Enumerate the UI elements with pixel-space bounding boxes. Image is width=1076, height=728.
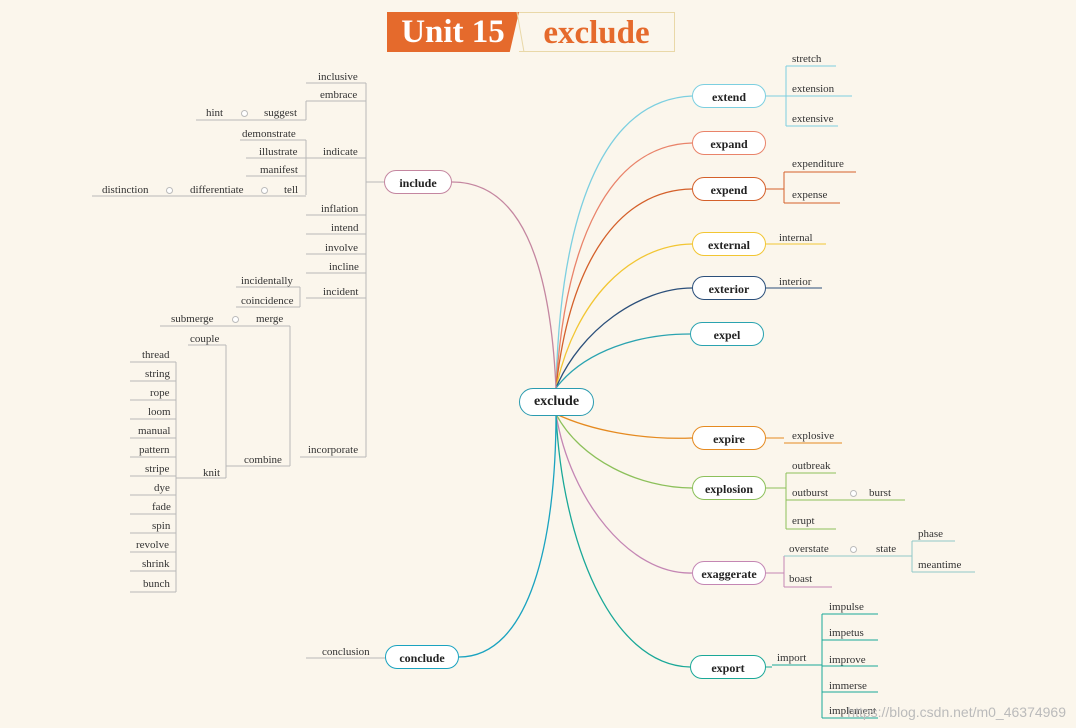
word-spin: spin <box>152 520 171 532</box>
node-include[interactable]: include <box>384 170 452 194</box>
word-pattern: pattern <box>139 444 170 456</box>
word-incident: incident <box>323 286 359 298</box>
link-dot-differentiate <box>261 187 268 194</box>
word-intend: intend <box>331 222 359 234</box>
node-conclude[interactable]: conclude <box>385 645 459 669</box>
word-indicate: indicate <box>323 146 358 158</box>
center-node-exclude[interactable]: exclude <box>519 388 594 416</box>
word-illustrate: illustrate <box>259 146 298 158</box>
word-bunch: bunch <box>143 578 170 590</box>
word-shrink: shrink <box>142 558 170 570</box>
word-dye: dye <box>154 482 170 494</box>
word-incline: incline <box>329 261 359 273</box>
word-suggest: suggest <box>264 107 297 119</box>
word-outburst: outburst <box>792 487 829 499</box>
word-fade: fade <box>152 501 171 513</box>
word-import: import <box>777 652 807 664</box>
word-stretch: stretch <box>792 53 822 65</box>
node-expend[interactable]: expend <box>692 177 766 201</box>
word-hint: hint <box>206 107 224 119</box>
node-external[interactable]: external <box>692 232 766 256</box>
word-implement: implement <box>829 705 877 717</box>
word-knit: knit <box>203 467 221 479</box>
word-thread: thread <box>142 349 170 361</box>
unit-label: Unit 15 <box>387 12 519 52</box>
node-expire[interactable]: expire <box>692 426 766 450</box>
word-differentiate: differentiate <box>190 184 244 196</box>
word-impulse: impulse <box>829 601 864 613</box>
word-distinction: distinction <box>102 184 149 196</box>
link-dot-outburst <box>850 490 857 497</box>
word-manual: manual <box>138 425 171 437</box>
word-extensive: extensive <box>792 113 834 125</box>
word-immerse: immerse <box>829 680 867 692</box>
word-impetus: impetus <box>829 627 864 639</box>
word-inclusive: inclusive <box>318 71 358 83</box>
word-improve: improve <box>829 654 866 666</box>
word-demonstrate: demonstrate <box>242 128 296 140</box>
node-explosion[interactable]: explosion <box>692 476 766 500</box>
word-inflation: inflation <box>321 203 359 215</box>
word-coincidence: coincidence <box>241 295 294 307</box>
word-internal: internal <box>779 232 813 244</box>
word-expense: expense <box>792 189 828 201</box>
title-slash-decoration <box>516 12 525 52</box>
word-expenditure: expenditure <box>792 158 844 170</box>
link-dot-distinction <box>166 187 173 194</box>
word-tell: tell <box>284 184 299 196</box>
word-embrace: embrace <box>320 89 358 101</box>
word-merge: merge <box>256 313 284 325</box>
node-export[interactable]: export <box>690 655 766 679</box>
node-extend[interactable]: extend <box>692 84 766 108</box>
node-expel[interactable]: expel <box>690 322 764 346</box>
link-dot-hint <box>241 110 248 117</box>
word-incorporate: incorporate <box>308 444 359 456</box>
node-exterior[interactable]: exterior <box>692 276 766 300</box>
word-submerge: submerge <box>171 313 214 325</box>
title-banner: Unit 15 exclude <box>387 12 677 52</box>
word-interior: interior <box>779 276 812 288</box>
word-manifest: manifest <box>260 164 298 176</box>
word-boast: boast <box>789 573 813 585</box>
word-state: state <box>876 543 897 555</box>
unit-word: exclude <box>519 12 675 52</box>
word-string: string <box>145 368 171 380</box>
node-exaggerate[interactable]: exaggerate <box>692 561 766 585</box>
word-combine: combine <box>244 454 282 466</box>
word-erupt: erupt <box>792 515 815 527</box>
node-expand[interactable]: expand <box>692 131 766 155</box>
watermark: https://blog.csdn.net/m0_46374969 <box>847 704 1066 720</box>
word-loom: loom <box>148 406 171 418</box>
word-rope: rope <box>150 387 170 399</box>
word-extension: extension <box>792 83 835 95</box>
word-overstate: overstate <box>789 543 829 555</box>
word-phase: phase <box>918 528 944 540</box>
link-dot-submerge <box>232 316 239 323</box>
word-incidentally: incidentally <box>241 275 293 287</box>
word-outbreak: outbreak <box>792 460 831 472</box>
word-stripe: stripe <box>145 463 170 475</box>
link-dot-overstate <box>850 546 857 553</box>
word-burst: burst <box>869 487 891 499</box>
word-revolve: revolve <box>136 539 169 551</box>
word-couple: couple <box>190 333 220 345</box>
word-conclusion: conclusion <box>322 646 370 658</box>
word-involve: involve <box>325 242 358 254</box>
word-explosive: explosive <box>792 430 835 442</box>
word-meantime: meantime <box>918 559 962 571</box>
